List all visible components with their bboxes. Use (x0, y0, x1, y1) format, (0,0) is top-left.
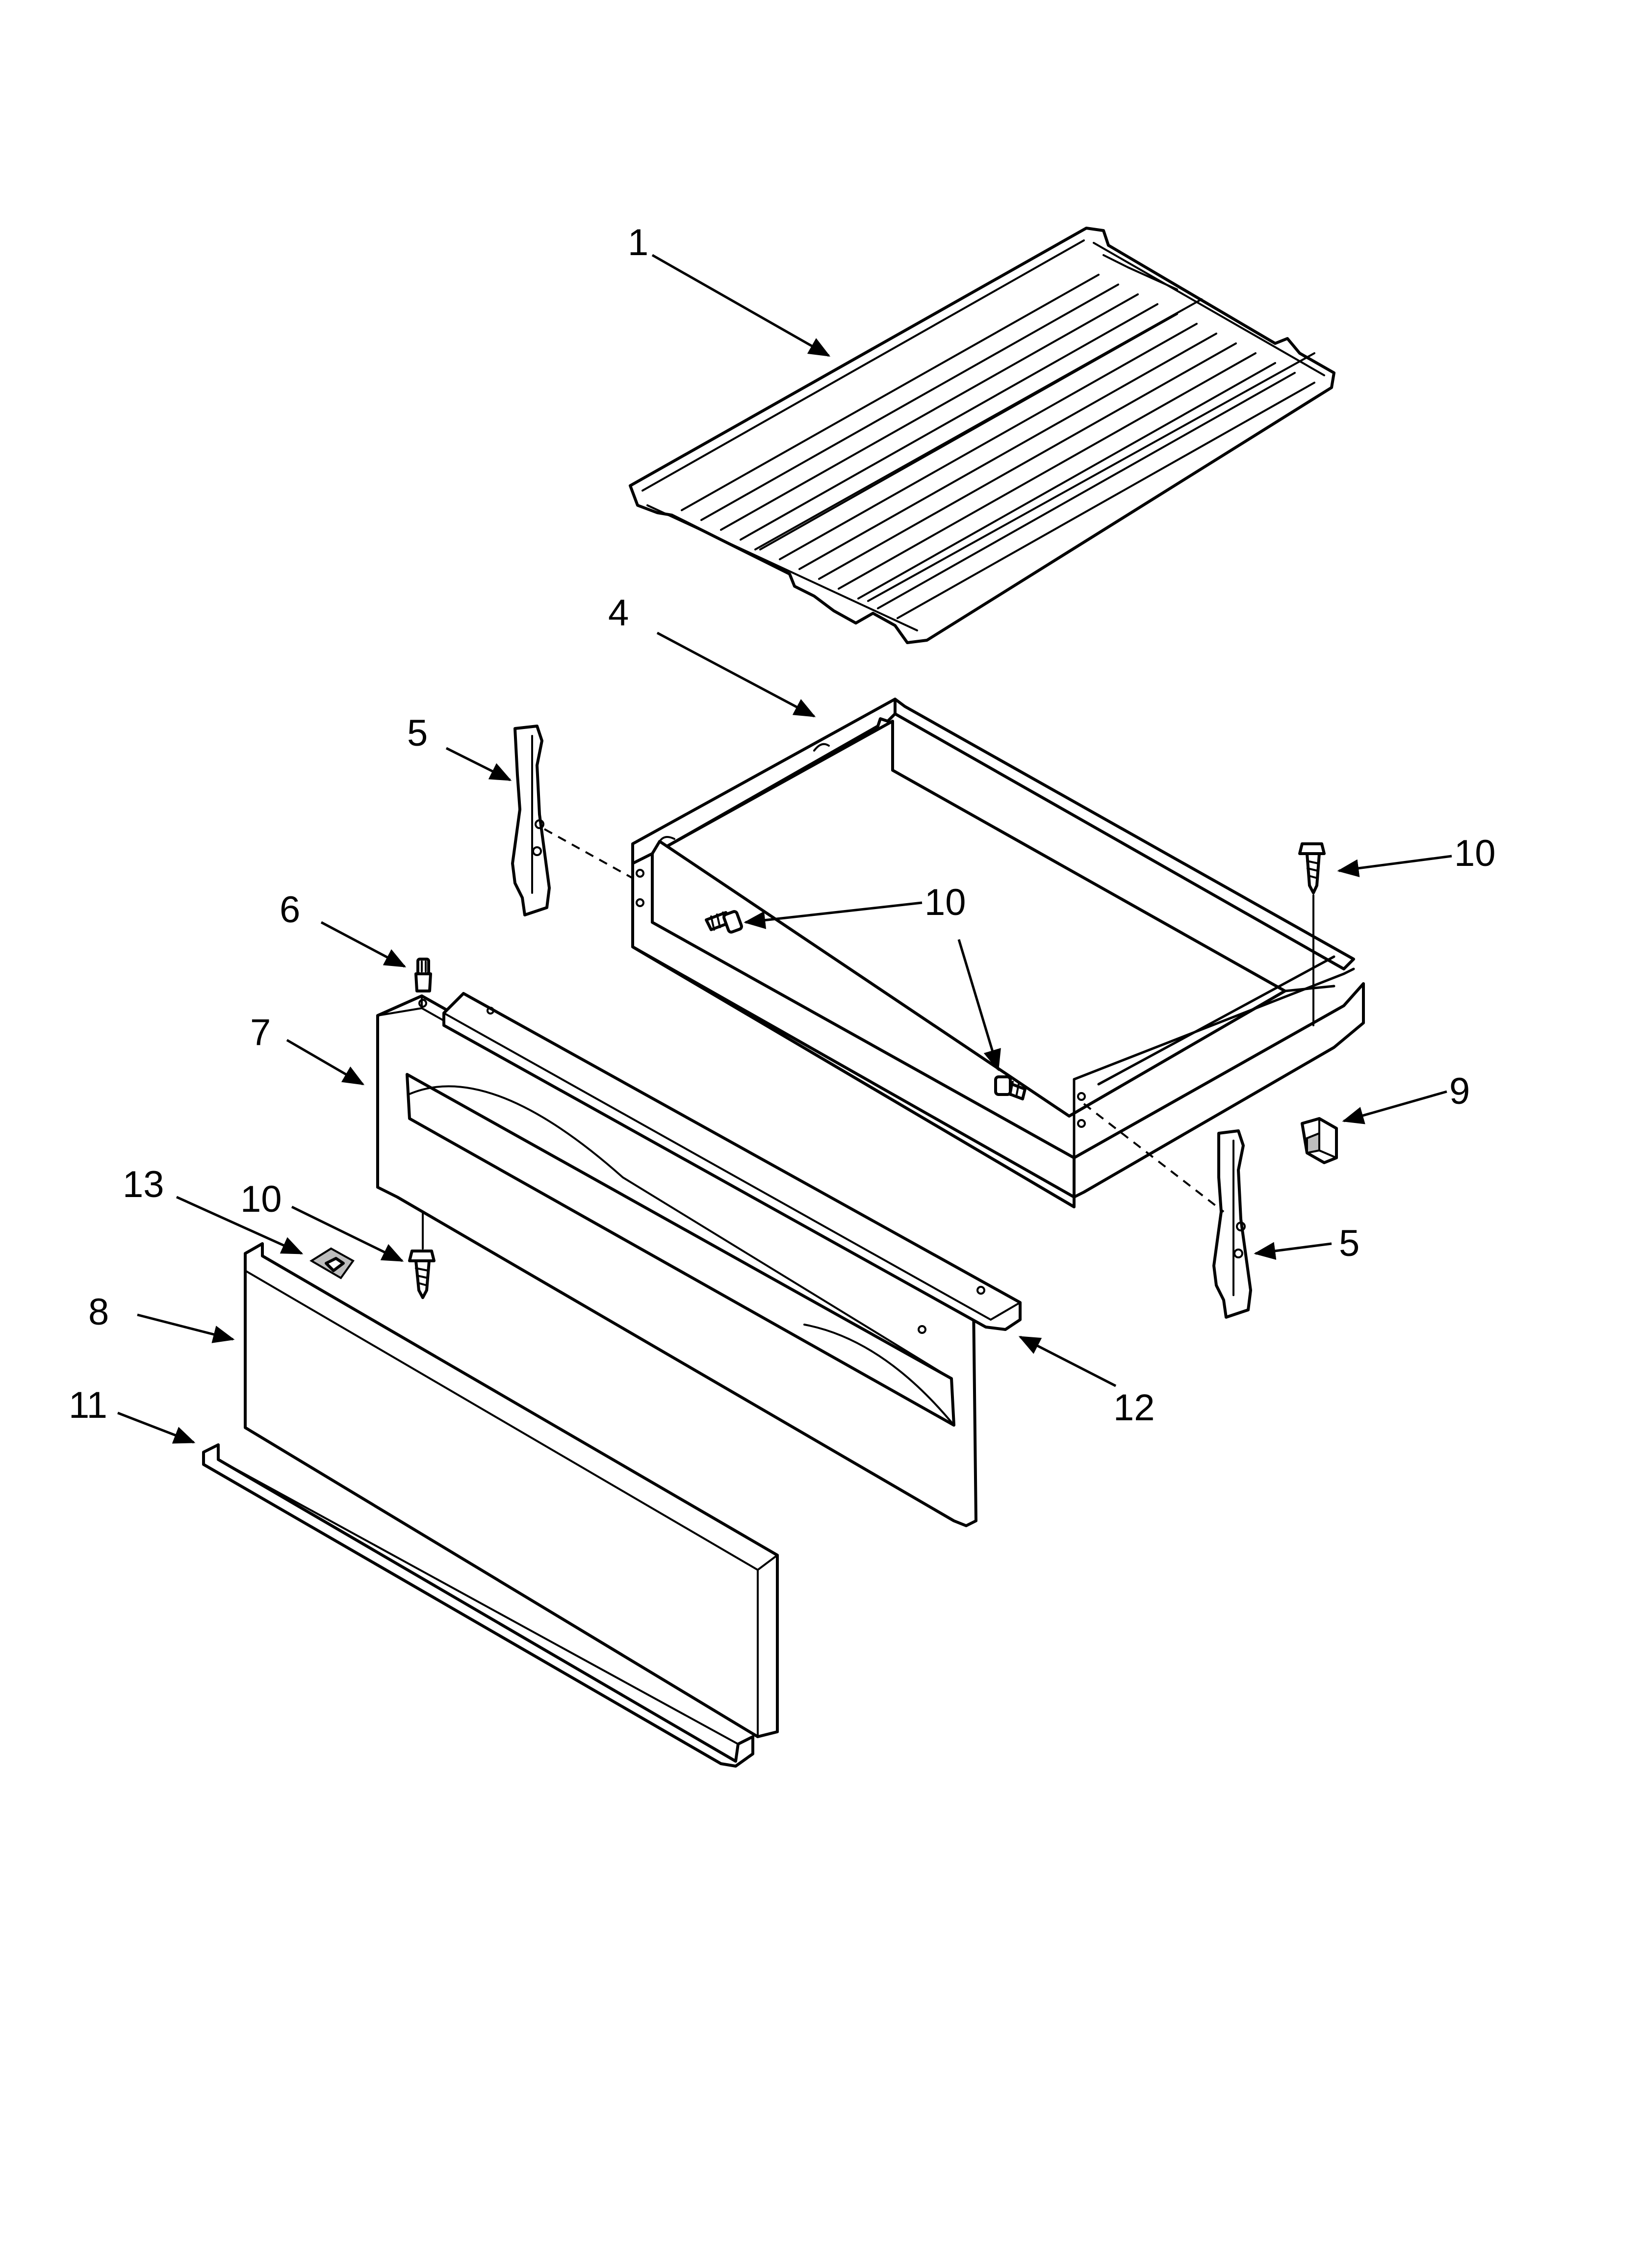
leader-lines (117, 254, 1452, 1444)
callout-13: 13 (123, 1164, 164, 1205)
part-drawer-bracket (1301, 1117, 1338, 1164)
callout-10-top-right: 10 (1454, 833, 1496, 874)
callout-12: 12 (1113, 1387, 1155, 1429)
callout-numbers: 1 4 5 10 10 6 7 9 13 10 5 8 12 11 (69, 222, 1496, 1429)
leader-1 (651, 254, 831, 357)
leader-13 (176, 1196, 304, 1255)
leader-5-left (445, 747, 512, 782)
part-drawer-front-panel (376, 994, 977, 1527)
leader-5-right (1254, 1242, 1332, 1260)
leader-11 (117, 1411, 196, 1444)
leader-8 (137, 1313, 235, 1343)
part-kick-panel (244, 1242, 779, 1738)
callout-5-right: 5 (1339, 1223, 1360, 1264)
leader-10-center-b (957, 939, 1001, 1071)
leader-7 (286, 1039, 365, 1086)
callout-4: 4 (608, 592, 629, 634)
part-clip (309, 1247, 355, 1279)
leader-12 (1018, 1335, 1117, 1387)
slide-alignment-line-left (544, 828, 633, 879)
part-stud (414, 958, 432, 992)
slide-alignment-line-right (1083, 1103, 1225, 1213)
part-base-trim (202, 1443, 754, 1768)
leader-6 (320, 921, 407, 968)
part-screw-front (408, 1250, 436, 1299)
leader-10-center-a (744, 901, 923, 929)
part-drawer-slide-right (1212, 1129, 1252, 1319)
part-drawer-body (631, 698, 1365, 1208)
callout-10-center: 10 (924, 882, 966, 923)
leader-9 (1342, 1090, 1447, 1124)
part-trim-strip (442, 992, 1022, 1331)
part-screw-bracket (1298, 842, 1326, 894)
callout-9: 9 (1449, 1070, 1470, 1112)
callout-11: 11 (69, 1384, 107, 1426)
callout-8: 8 (88, 1291, 109, 1333)
callout-6: 6 (280, 889, 300, 931)
callout-7: 7 (250, 1012, 271, 1053)
leader-10-left (291, 1205, 404, 1262)
part-drawer-slide-left (511, 725, 551, 916)
part-oven-rack (629, 227, 1335, 644)
leader-10-top-right (1337, 855, 1452, 877)
callout-5-left: 5 (407, 712, 428, 754)
callout-1: 1 (628, 222, 648, 263)
leader-4 (656, 631, 816, 718)
part-screw-drawer-left (705, 910, 743, 934)
part-screw-drawer-right (994, 1075, 1026, 1100)
callout-10-left: 10 (240, 1178, 282, 1220)
rack-wires (641, 239, 1325, 631)
